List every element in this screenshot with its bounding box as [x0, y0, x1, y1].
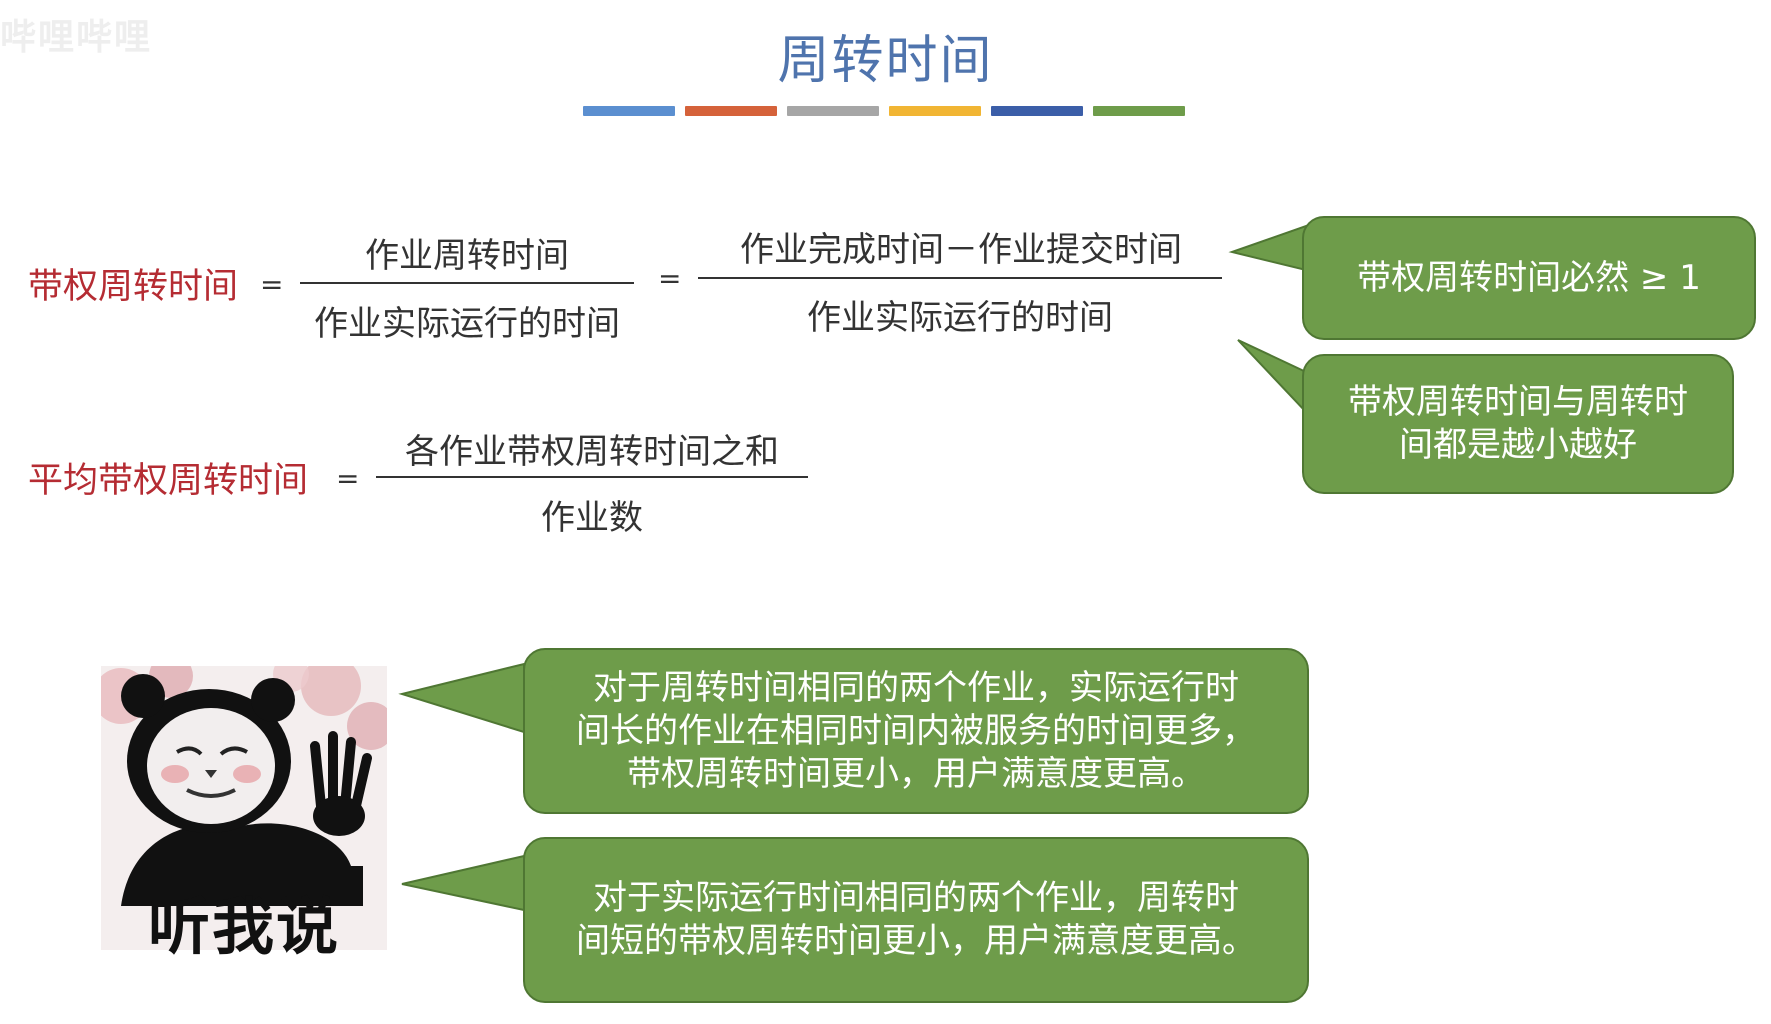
- accent-bar: [787, 106, 879, 116]
- formula2-numerator: 各作业带权周转时间之和: [405, 432, 779, 472]
- formula2-line: [376, 476, 808, 478]
- accent-bar: [583, 106, 675, 116]
- callout2-line1: 带权周转时间与周转时: [1348, 382, 1688, 422]
- formula1-frac2-denominator: 作业实际运行的时间: [807, 298, 1113, 338]
- accent-bar: [991, 106, 1083, 116]
- slide-title: 周转时间: [777, 31, 994, 91]
- formula1-eq2: =: [658, 262, 682, 295]
- callout-same-runtime: 对于实际运行时间相同的两个作业，周转时 间短的带权周转时间更小，用户满意度更高。: [523, 837, 1309, 1003]
- callout2-tail: [1237, 339, 1307, 415]
- callout-must-be-ge-one: 带权周转时间必然 ≥ 1: [1302, 216, 1756, 340]
- accent-bar: [889, 106, 981, 116]
- callout3-line2: 间长的作业在相同时间内被服务的时间更多，: [576, 710, 1256, 751]
- callout-same-turnaround: 对于周转时间相同的两个作业，实际运行时 间长的作业在相同时间内被服务的时间更多，…: [523, 648, 1309, 814]
- callout4-line2: 间短的带权周转时间更小，用户满意度更高。: [576, 921, 1256, 961]
- callout-smaller-is-better: 带权周转时间与周转时 间都是越小越好: [1302, 354, 1734, 494]
- formula1-frac1-denominator: 作业实际运行的时间: [314, 304, 620, 344]
- formula1-frac1-line: [300, 282, 634, 284]
- formula1-label: 带权周转时间: [28, 267, 239, 307]
- callout4-tail: [401, 854, 525, 912]
- watermark: 哔哩哔哩: [0, 17, 153, 58]
- formula1-eq1: =: [260, 268, 284, 301]
- callout1-tail: [1228, 224, 1307, 272]
- formula1-frac1-numerator: 作业周转时间: [365, 236, 569, 276]
- formula2-label: 平均带权周转时间: [28, 461, 309, 501]
- callout4-line1: 对于实际运行时间相同的两个作业，周转时: [593, 878, 1239, 918]
- panda-meme-icon: [101, 666, 387, 950]
- title-accent-bars: [583, 106, 1195, 116]
- accent-bar: [685, 106, 777, 116]
- accent-bar: [1093, 106, 1185, 116]
- callout3-tail: [398, 662, 525, 734]
- formula2-denominator: 作业数: [541, 498, 643, 538]
- formula1-frac2-numerator: 作业完成时间－作业提交时间: [740, 230, 1182, 270]
- callout2-line2: 间都是越小越好: [1399, 425, 1637, 465]
- meme-caption: 听我说: [147, 890, 340, 963]
- callout3-line1: 对于周转时间相同的两个作业，实际运行时: [593, 667, 1239, 708]
- formula2-eq: =: [336, 462, 360, 495]
- callout3-line3: 带权周转时间更小，用户满意度更高。: [627, 753, 1205, 794]
- callout1-text: 带权周转时间必然 ≥ 1: [1357, 257, 1701, 298]
- formula1-frac2-line: [698, 277, 1222, 279]
